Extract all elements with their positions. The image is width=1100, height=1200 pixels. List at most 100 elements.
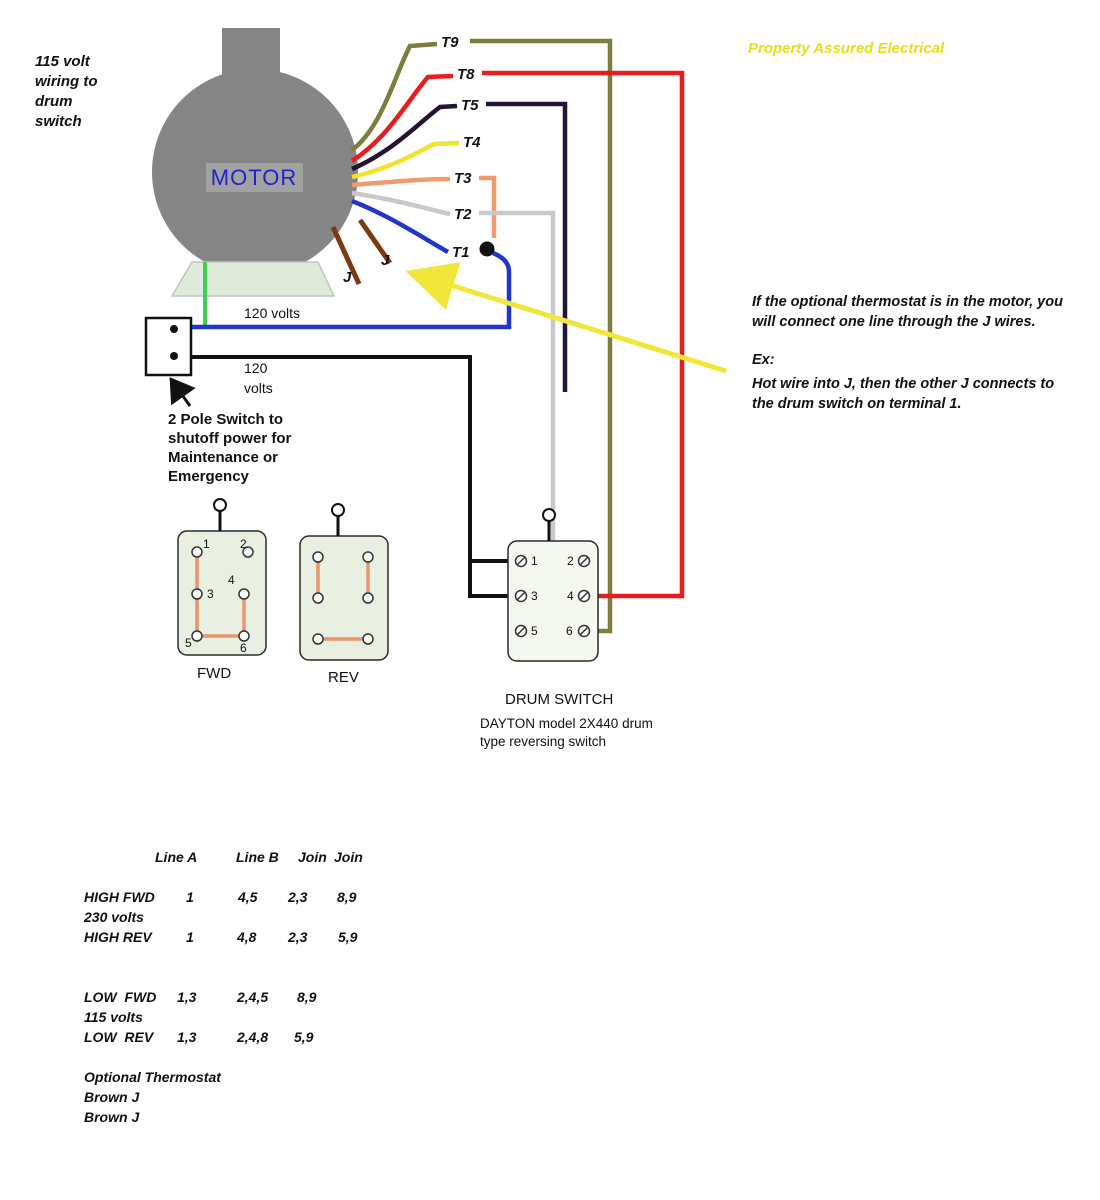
table-row-label: 115 volts xyxy=(84,1009,143,1025)
fwd-terminal-5-number: 5 xyxy=(185,636,192,650)
fwd-terminal-3-number: 3 xyxy=(207,587,214,601)
wire-label-t9: T9 xyxy=(441,34,459,51)
wire-t3-run xyxy=(479,175,497,238)
rev-terminal-6 xyxy=(362,633,374,645)
wire-t9-lead xyxy=(350,41,438,152)
wire-label-t2: T2 xyxy=(454,206,472,223)
label-120-volts-bottom: 120 volts xyxy=(244,360,273,396)
fwd-terminal-4-number: 4 xyxy=(228,573,235,587)
fwd-handle-terminal xyxy=(213,498,227,512)
fwd-terminal-1 xyxy=(191,546,203,558)
table-cell: 1 xyxy=(186,929,194,945)
j-wire-left xyxy=(330,225,362,286)
drum-terminal-slashes xyxy=(516,556,589,636)
fwd-switch-label: FWD xyxy=(197,665,232,682)
wire-label-t3: T3 xyxy=(454,170,472,187)
thermostat-note: If the optional thermostat is in the mot… xyxy=(752,294,1063,330)
fwd-jumpers xyxy=(195,557,246,638)
table-row-label: LOW REV xyxy=(84,1029,154,1045)
label-120-volts-top: 120 volts xyxy=(244,305,301,321)
table-row-label: LOW FWD xyxy=(84,989,157,1005)
table-footer-optional-thermostat: Optional Thermostat xyxy=(84,1069,221,1085)
wire-t1-run xyxy=(177,250,512,330)
two-pole-switch-box xyxy=(144,316,193,377)
table-cell: 8,9 xyxy=(337,889,357,905)
fwd-terminal-6 xyxy=(238,630,250,642)
example-note-body: Hot wire into J, then the other J connec… xyxy=(752,376,1055,412)
wire-t8-run xyxy=(482,70,685,599)
drum-terminal-6-number: 6 xyxy=(566,624,573,638)
table-cell: 5,9 xyxy=(338,929,358,945)
two-pole-terminal-top xyxy=(170,325,178,333)
table-header-line-a: Line A xyxy=(155,849,198,865)
table-cell: 2,4,5 xyxy=(237,989,269,1005)
table-row-label: 230 volts xyxy=(84,909,144,925)
wire-t3-lead xyxy=(351,176,451,188)
fwd-terminal-5 xyxy=(191,630,203,642)
fwd-terminal-2-number: 2 xyxy=(240,537,247,551)
two-pole-switch-note: 2 Pole Switch to shutoff power for Maint… xyxy=(168,411,292,485)
table-header-join-2: Join xyxy=(334,849,363,865)
drum-switch-label: DRUM SWITCH xyxy=(505,691,614,708)
table-footer-brown-j-2: Brown J xyxy=(84,1109,140,1125)
table-footer-brown-j-1: Brown J xyxy=(84,1089,140,1105)
wire-label-t5: T5 xyxy=(461,97,479,114)
wire-label-t8: T8 xyxy=(457,66,475,83)
fwd-terminal-3 xyxy=(191,588,203,600)
wire-t5-lead xyxy=(351,103,458,172)
table-cell: 4,8 xyxy=(237,929,257,945)
wire-t1-lead xyxy=(351,198,450,254)
drum-terminal-5-number: 5 xyxy=(531,624,538,638)
wire-label-t4: T4 xyxy=(463,134,481,151)
wire-label-j-right: J xyxy=(381,252,390,269)
rev-switch-label: REV xyxy=(328,669,359,686)
yellow-callout-arrow xyxy=(405,262,727,374)
wire-t2-lead xyxy=(351,190,451,217)
fwd-terminal-1-number: 1 xyxy=(203,537,210,551)
rev-terminal-5 xyxy=(312,633,324,645)
wire-t8-lead xyxy=(350,73,454,163)
j-wire-right xyxy=(357,218,393,265)
drum-terminal-1-number: 1 xyxy=(531,554,538,568)
rev-terminal-2 xyxy=(362,551,374,563)
rev-terminal-4 xyxy=(362,592,374,604)
rev-handle-terminal xyxy=(331,503,345,517)
drum-handle-terminal xyxy=(542,508,556,522)
table-cell: 1,3 xyxy=(177,989,197,1005)
table-cell: 2,3 xyxy=(288,889,308,905)
table-row-label: HIGH FWD xyxy=(84,889,155,905)
table-cell: 4,5 xyxy=(238,889,258,905)
table-cell: 1,3 xyxy=(177,1029,197,1045)
table-cell: 8,9 xyxy=(297,989,317,1005)
page-title: 115 volt wiring to drum switch xyxy=(35,53,98,130)
wire-label-j-left: J xyxy=(343,269,352,286)
two-pole-pointer-arrow xyxy=(169,377,196,407)
table-header-join-1: Join xyxy=(298,849,327,865)
motor-nameplate xyxy=(206,163,303,192)
drum-switch-model: DAYTON model 2X440 drum type reversing s… xyxy=(480,716,653,749)
drum-terminal-4-number: 4 xyxy=(567,589,574,603)
rev-terminal-3 xyxy=(312,592,324,604)
table-cell: 2,4,8 xyxy=(237,1029,269,1045)
motor-base xyxy=(170,261,336,297)
drum-terminals xyxy=(514,554,591,638)
table-header-line-b: Line B xyxy=(236,849,279,865)
wire-t2-run xyxy=(479,210,556,544)
drum-switch-box xyxy=(507,540,599,662)
two-pole-terminal-bottom xyxy=(170,352,178,360)
rev-switch-box xyxy=(299,535,389,661)
wire-t4-lead xyxy=(351,140,460,180)
example-note-title: Ex: xyxy=(752,352,775,368)
watermark-text: Property Assured Electrical xyxy=(748,40,945,57)
table-cell: 2,3 xyxy=(288,929,308,945)
fwd-terminal-6-number: 6 xyxy=(240,641,247,655)
table-row-label: HIGH REV xyxy=(84,929,152,945)
wire-t5-run xyxy=(486,101,568,392)
rev-terminal-1 xyxy=(312,551,324,563)
drum-terminal-2-number: 2 xyxy=(567,554,574,568)
table-cell: 1 xyxy=(186,889,194,905)
wire-nut-dot xyxy=(479,241,495,257)
drum-terminal-3-number: 3 xyxy=(531,589,538,603)
